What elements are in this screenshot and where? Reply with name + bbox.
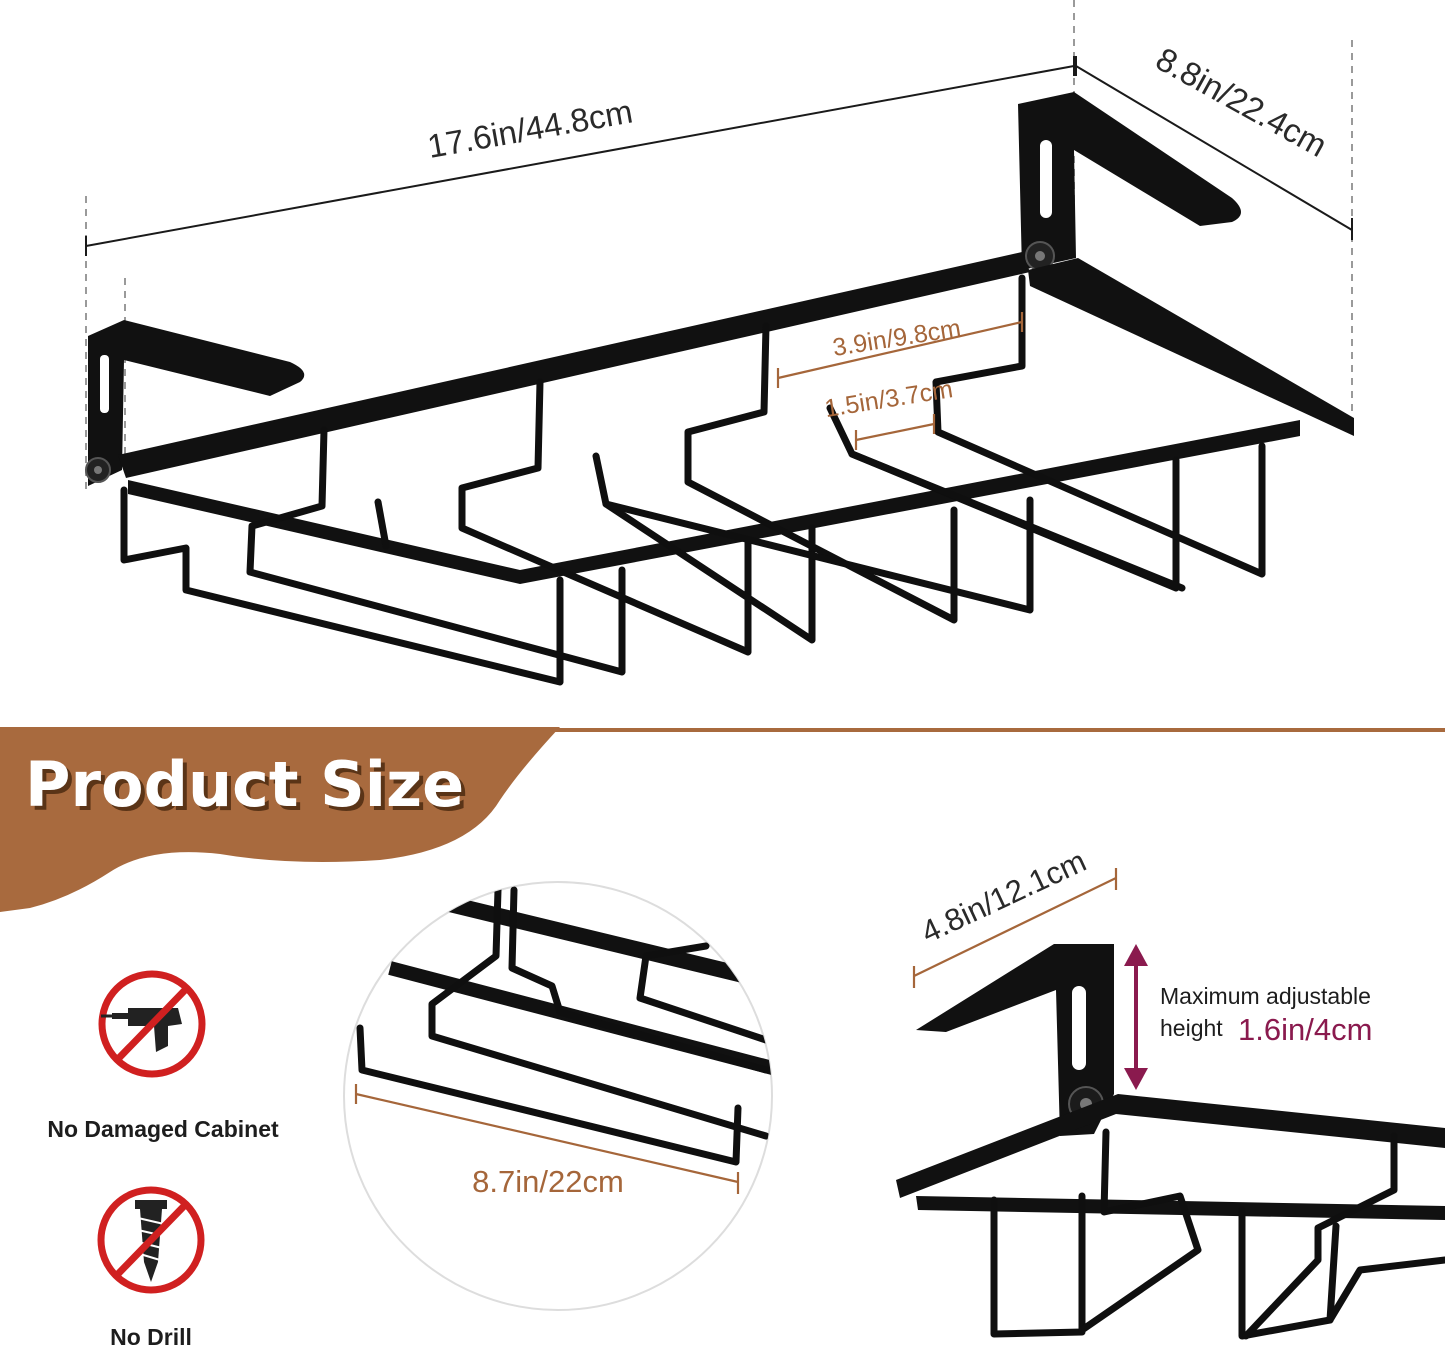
product-size-banner: Product Size Product Size — [0, 727, 1445, 912]
banner-title-shadow: Product Size — [29, 752, 468, 825]
feature-label-no-damaged-cabinet: No Damaged Cabinet — [47, 1116, 279, 1142]
up-arrow-icon — [1124, 944, 1148, 966]
down-arrow-icon — [1124, 1068, 1148, 1090]
slot-spacing-label: 3.9in/9.8cm — [831, 314, 963, 362]
main-rack-illustration — [85, 0, 1354, 686]
feature-no-drill: No Drill — [97, 1186, 205, 1350]
length-dimension: 17.6in/44.8cm — [85, 56, 1075, 256]
banner-title: Product Size — [25, 748, 464, 821]
length-label: 17.6in/44.8cm — [425, 92, 636, 164]
adjustable-line2: height — [1160, 1015, 1223, 1041]
arm-length-zoom: 8.7in/22cm — [343, 881, 773, 1311]
depth-label: 8.8in/22.4cm — [1150, 40, 1333, 164]
bracket-length-label: 4.8in/12.1cm — [916, 843, 1092, 950]
adjustable-line1: Maximum adjustable — [1160, 983, 1371, 1009]
slot-spacing-dimension: 3.9in/9.8cm — [776, 312, 1024, 388]
no-screw-icon — [97, 1186, 205, 1294]
feature-no-damaged-cabinet: No Damaged Cabinet — [47, 970, 279, 1142]
arm-length-label: 8.7in/22cm — [472, 1164, 624, 1199]
bracket-detail — [896, 944, 1445, 1340]
adjustable-value: 1.6in/4cm — [1238, 1012, 1372, 1047]
adjustable-height-callout: Maximum adjustable height 1.6in/4cm — [1124, 944, 1372, 1090]
no-drill-tool-icon — [98, 970, 206, 1078]
feature-label-no-drill: No Drill — [110, 1324, 192, 1350]
